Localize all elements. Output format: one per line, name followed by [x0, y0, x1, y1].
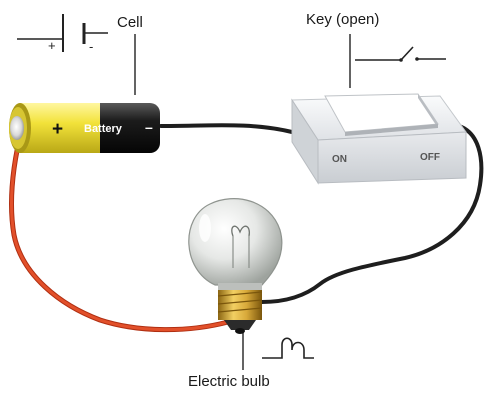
battery-plus: +: [52, 119, 63, 140]
cell-symbol: + -: [17, 14, 108, 54]
battery-minus: –: [145, 119, 153, 135]
wire-red: [10, 126, 230, 332]
key-symbol: [355, 46, 446, 62]
bulb-label: Electric bulb: [188, 373, 270, 390]
bulb: [188, 198, 283, 334]
bulb-filament: [231, 225, 250, 237]
wire-switch-to-bulb: [260, 123, 484, 304]
cell-symbol-plus: +: [48, 38, 56, 53]
wire-battery-to-switch: [159, 123, 294, 134]
key-label: Key (open): [306, 11, 380, 28]
switch: ON OFF: [291, 93, 467, 185]
cell-label: Cell: [117, 14, 143, 31]
switch-off-label: OFF: [420, 152, 440, 163]
bulb-glass: [188, 198, 283, 286]
battery-terminal: [10, 116, 24, 140]
switch-on-label: ON: [332, 154, 347, 165]
cell-symbol-minus: -: [89, 39, 93, 54]
bulb-symbol: [262, 337, 314, 359]
battery-name: Battery: [84, 123, 123, 135]
battery: + Battery –: [9, 103, 160, 153]
battery-band: [20, 103, 100, 153]
